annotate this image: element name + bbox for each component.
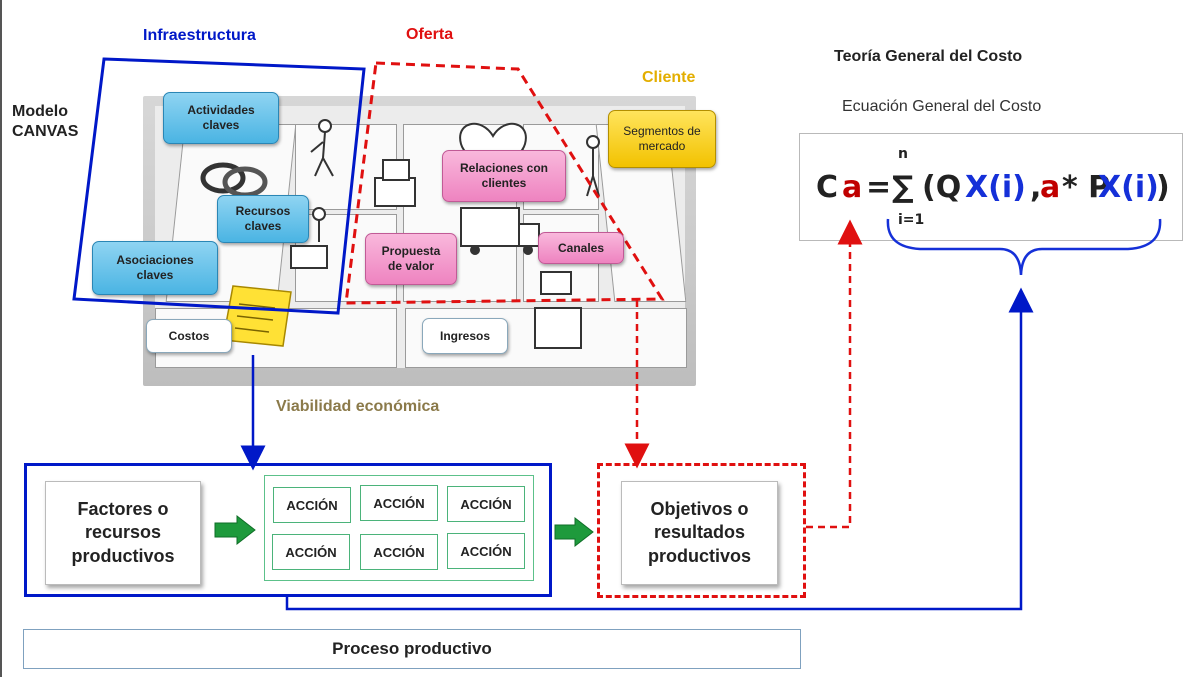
accion-box: ACCIÓN (360, 534, 438, 570)
infraestructura-label: Infraestructura (143, 27, 256, 44)
arrow-objetivos-to-formula (806, 219, 863, 529)
teoria-title: Teoría General del Costo (834, 48, 1023, 65)
accion-box: ACCIÓN (272, 534, 350, 570)
formula-x2: X(i) (1098, 170, 1159, 205)
callout-canales: Canales (538, 232, 624, 264)
formula-open-q: (Q (922, 170, 962, 205)
formula-c: C (816, 170, 839, 205)
rings-icon (200, 162, 246, 194)
oferta-outline (344, 61, 665, 305)
arrow-process-to-formula (285, 287, 1034, 611)
proceso-productivo-label: Proceso productivo (23, 629, 801, 669)
formula-upper-limit: n (898, 146, 908, 162)
accion-box: ACCIÓN (447, 533, 525, 569)
acciones-group (264, 475, 534, 581)
green-arrow-icon (214, 514, 256, 546)
ecuacion-title: Ecuación General del Costo (842, 98, 1042, 115)
formula-sigma: ∑ (892, 170, 914, 205)
modelo-canvas-label: Modelo CANVAS (12, 103, 79, 140)
formula-x1: X(i) (965, 170, 1026, 205)
formula-lower-limit: i=1 (898, 212, 925, 228)
accion-box: ACCIÓN (447, 486, 525, 522)
viabilidad-label: Viabilidad económica (276, 398, 440, 415)
infraestructura-outline (72, 57, 366, 315)
accion-box: ACCIÓN (360, 485, 438, 521)
green-arrow-icon (554, 516, 594, 548)
formula-a: a (842, 170, 863, 205)
formula-equals: = (866, 170, 892, 205)
formula-a2: a (1040, 170, 1061, 205)
formula-brace (886, 218, 1162, 276)
canvas-sketches (200, 119, 600, 349)
callout-ingresos: Ingresos (422, 318, 508, 354)
cliente-label: Cliente (642, 69, 696, 86)
formula-times-p: * P (1062, 170, 1111, 205)
objetivos-red-frame (597, 463, 806, 598)
formula-box (799, 133, 1183, 241)
oferta-label: Oferta (406, 26, 454, 43)
left-border-line (0, 0, 2, 677)
process-blue-frame (24, 463, 552, 597)
cash-register-icon (534, 307, 582, 349)
formula-comma: , (1030, 170, 1042, 205)
callout-costos: Costos (146, 319, 232, 353)
machine-icon (290, 245, 328, 269)
accion-box: ACCIÓN (273, 487, 351, 523)
formula-close: ) (1156, 170, 1170, 205)
